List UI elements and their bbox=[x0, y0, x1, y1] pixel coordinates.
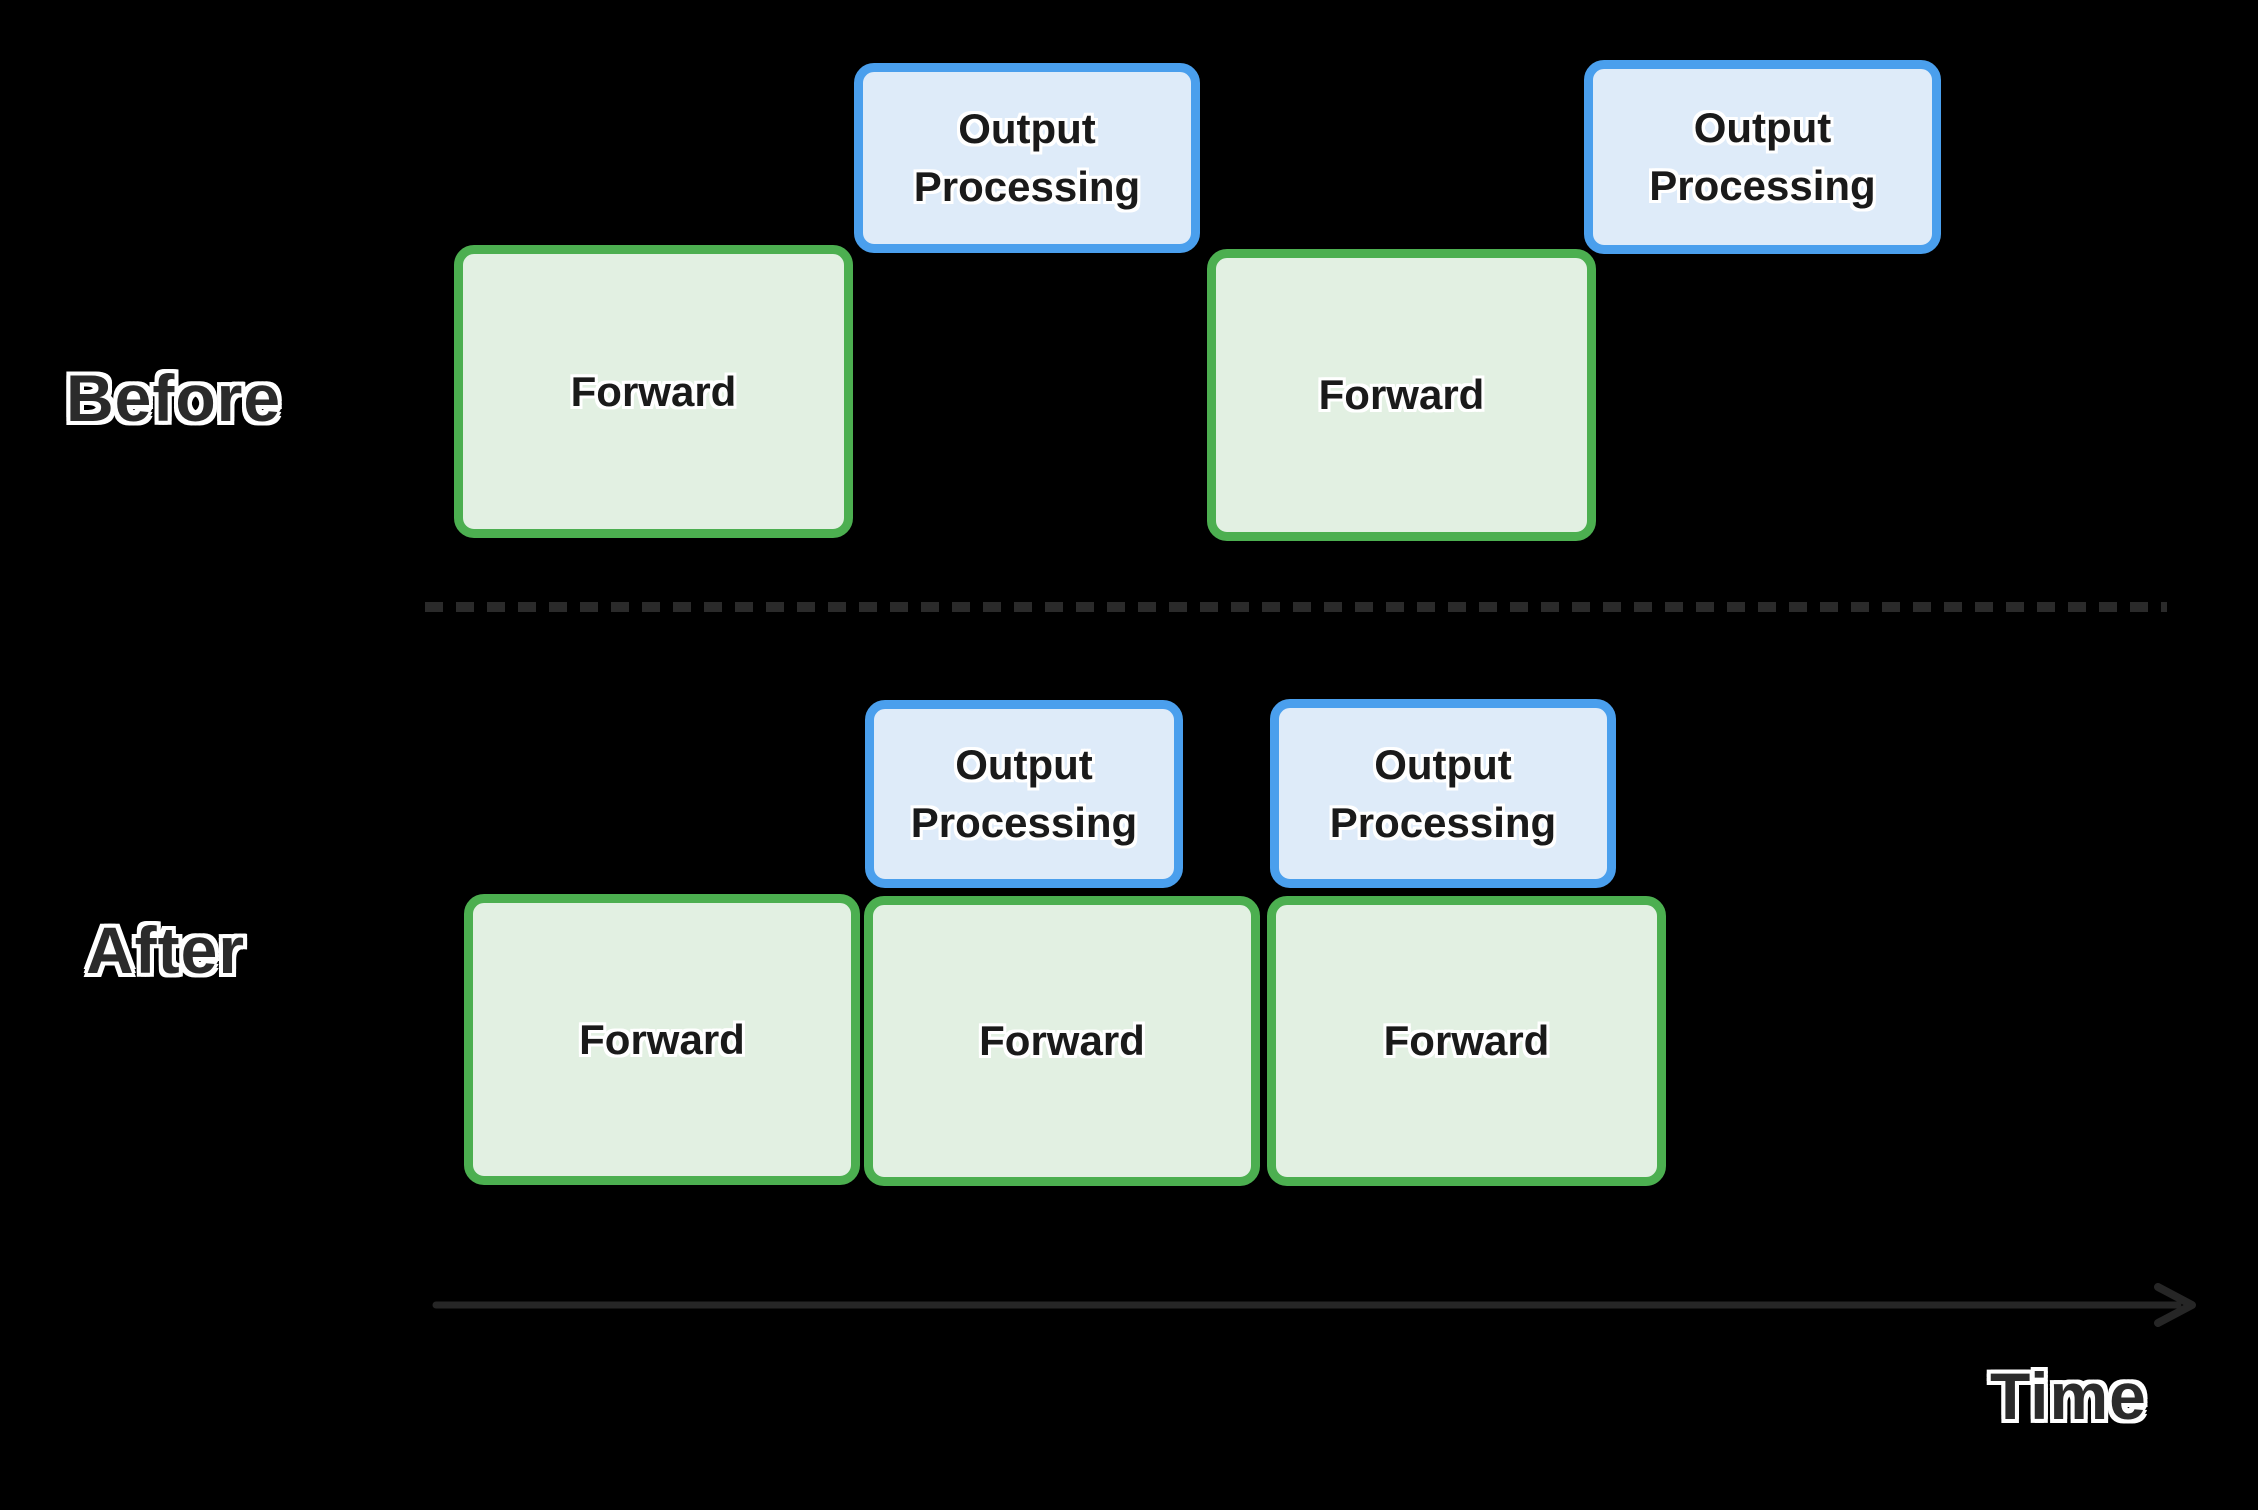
after-forward-1-label: Forward bbox=[579, 1015, 745, 1063]
before-output-processing-2-label-line2: Processing bbox=[1649, 162, 1876, 209]
after-output-processing-1-label-line1: Output bbox=[955, 741, 1093, 789]
after-forward-2-label: Forward bbox=[979, 1017, 1145, 1065]
after-output-processing-2-label-line1: Output bbox=[1374, 740, 1512, 788]
after-forward-3-label: Forward bbox=[1383, 1017, 1550, 1065]
before-forward-1-label: Forward bbox=[570, 367, 737, 415]
after-forward-2-box: Forward bbox=[864, 896, 1260, 1186]
before-forward-1-box: Forward bbox=[454, 245, 853, 538]
before-output-processing-1-label-line1: Output bbox=[958, 105, 1096, 153]
after-output-processing-2-box: Output Processing bbox=[1270, 699, 1616, 888]
after-output-processing-1-label-line2: Processing bbox=[910, 799, 1138, 846]
before-forward-2-label: Forward bbox=[1318, 371, 1485, 419]
before-section-label: Before bbox=[66, 361, 282, 435]
after-output-processing-2-label-line2: Processing bbox=[1329, 798, 1557, 846]
before-forward-2-box: Forward bbox=[1207, 249, 1596, 541]
after-forward-3-box: Forward bbox=[1267, 896, 1666, 1186]
before-output-processing-1-label-line2: Processing bbox=[913, 163, 1141, 210]
time-axis-arrow bbox=[432, 1283, 2196, 1327]
after-forward-1-box: Forward bbox=[464, 894, 860, 1185]
before-output-processing-2-box: Output Processing bbox=[1584, 60, 1941, 254]
before-output-processing-1-box: Output Processing bbox=[854, 63, 1200, 253]
after-section-label: After bbox=[86, 913, 246, 987]
after-output-processing-1-box: Output Processing bbox=[865, 700, 1183, 888]
time-axis-label: Time bbox=[1990, 1359, 2147, 1433]
before-output-processing-2-label-line1: Output bbox=[1693, 104, 1832, 152]
before-after-divider bbox=[425, 602, 2167, 612]
